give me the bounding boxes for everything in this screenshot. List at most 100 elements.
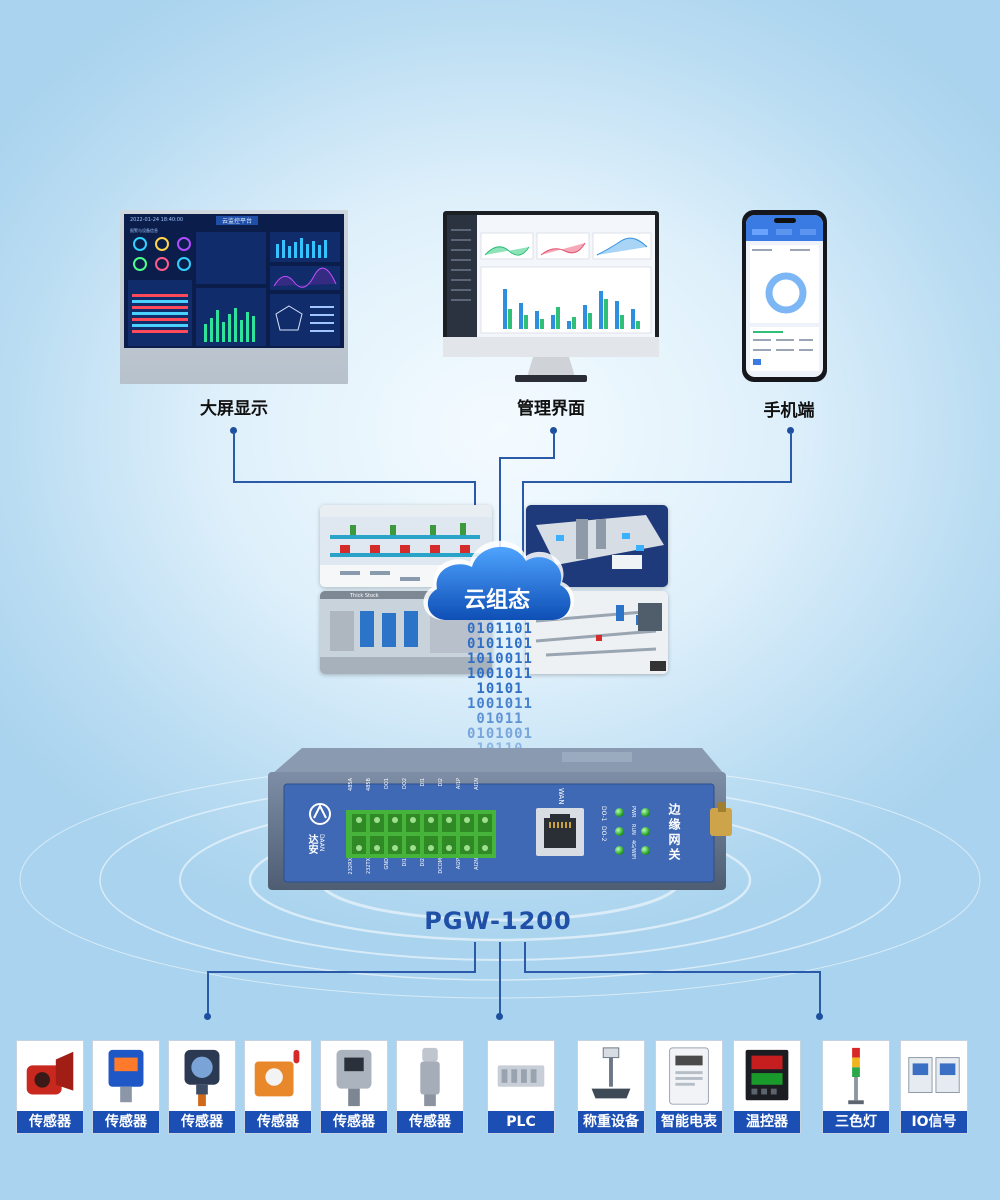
led-4g-wifi (641, 846, 650, 855)
led-button (615, 846, 624, 855)
management-label: 管理界面 (481, 394, 621, 419)
do2-label: DO-2 (600, 826, 607, 842)
mobile-phone (742, 210, 827, 382)
terminal-label: DI1 (420, 778, 426, 787)
wire-center-vertical (553, 432, 555, 458)
device-card: 传感器 (16, 1040, 84, 1134)
device-label: IO信号 (901, 1111, 967, 1133)
big-screen-display: 2022-01-24 18:40:00 云监控平台 报警与设备信息 (120, 210, 348, 384)
terminal-label: AI1P (456, 778, 462, 789)
cloud-icon (415, 528, 580, 630)
wire-left-horizontal (233, 481, 475, 483)
pwr-label: PWR (630, 806, 636, 817)
binary-row: 1010011 (445, 652, 555, 667)
wire-bottom-right-drop (819, 971, 821, 1015)
gateway-status-panel: DO-1 DO-2 PWR RUN 4G/WIFI (600, 806, 660, 862)
relay-icon (901, 1041, 967, 1113)
device-card: 传感器 (92, 1040, 160, 1134)
terminal-bottom-labels: 232RX 232TX GND DI1 DI2 DCOM AI2P AI2N (346, 858, 496, 886)
device-label: 传感器 (93, 1111, 159, 1133)
temperature-controller-icon (734, 1041, 800, 1113)
terminal-label: DI1 (402, 858, 408, 867)
terminal-label: 232RX (348, 858, 354, 874)
terminal-label: DCOM (438, 858, 444, 874)
wire-bottom-left-up (474, 942, 476, 972)
led-pwr (641, 808, 650, 817)
big-screen-label: 大屏显示 (164, 394, 304, 419)
wire-center-horizontal (499, 457, 555, 459)
wire-bottom-right-up (524, 942, 526, 972)
device-card: 传感器 (244, 1040, 312, 1134)
terminal-label: DI2 (420, 858, 426, 867)
binary-row: 0101101 (445, 637, 555, 652)
signal-tower-icon (823, 1041, 889, 1113)
device-label: 智能电表 (656, 1111, 722, 1133)
binary-row: 1001011 (445, 697, 555, 712)
binary-row: 1001011 (445, 667, 555, 682)
terminal-label: AI2P (456, 858, 462, 869)
device-card: 三色灯 (822, 1040, 890, 1134)
wire-right-horizontal (522, 481, 792, 483)
wifi-label: 4G/WIFI (630, 840, 636, 860)
device-card: 智能电表 (655, 1040, 723, 1134)
mobile-screen (746, 215, 823, 377)
device-label: 传感器 (169, 1111, 235, 1133)
device-label: 传感器 (397, 1111, 463, 1133)
terminal-label: DO2 (402, 778, 408, 789)
plc-icon (488, 1041, 554, 1113)
power-meter-icon (656, 1041, 722, 1113)
dashboard-graphics (124, 214, 344, 348)
flame-sensor-icon (17, 1041, 83, 1113)
binary-row: 10101 (445, 682, 555, 697)
binary-row: 0101001 (445, 727, 555, 742)
thumbnail-tag: Thick Stock (350, 593, 379, 599)
sensor-group-dot (204, 1013, 211, 1020)
device-label: 传感器 (17, 1111, 83, 1133)
gateway-brand: 达安 (304, 834, 319, 854)
led-do2 (615, 827, 624, 836)
wan-port-label: WAN (557, 788, 565, 805)
device-label: 传感器 (245, 1111, 311, 1133)
run-label: RUN (630, 824, 636, 835)
terminal-label: DO1 (384, 778, 390, 789)
device-card: 传感器 (396, 1040, 464, 1134)
gateway-model: PGW-1200 (398, 907, 598, 935)
device-label: 三色灯 (823, 1111, 889, 1133)
device-label: PLC (488, 1111, 554, 1133)
device-card: 温控器 (733, 1040, 801, 1134)
binary-row: 0101101 (445, 622, 555, 637)
device-card: IO信号 (900, 1040, 968, 1134)
plc-dot (496, 1013, 503, 1020)
binary-row: 01011 (445, 712, 555, 727)
terminal-label: GND (384, 858, 390, 869)
device-card: PLC (487, 1040, 555, 1134)
device-label: 温控器 (734, 1111, 800, 1133)
cloud-label: 云组态 (437, 582, 557, 614)
device-label: 传感器 (321, 1111, 387, 1133)
dashboard-screen: 2022-01-24 18:40:00 云监控平台 报警与设备信息 (124, 214, 344, 348)
terminal-label: DI2 (438, 778, 444, 787)
gateway-brand-latin: DAAN (318, 834, 325, 851)
do1-label: DO-1 (600, 806, 607, 822)
terminal-label: 232TX (366, 858, 372, 874)
device-card: 称重设备 (577, 1040, 645, 1134)
device-card: 传感器 (168, 1040, 236, 1134)
wire-bottom-left-drop (207, 971, 209, 1015)
gas-detector-icon (93, 1041, 159, 1113)
probe-sensor-icon (397, 1041, 463, 1113)
device-label: 称重设备 (578, 1111, 644, 1133)
management-monitor (443, 211, 659, 384)
terminal-label: 485B (366, 778, 372, 791)
scale-icon (578, 1041, 644, 1113)
led-run (641, 827, 650, 836)
wire-left-vertical (233, 432, 235, 482)
wire-bottom-right-horizontal (524, 971, 821, 973)
terminal-top-labels: 485A 485B DO1 DO2 DI1 DI2 AI1P AI1N (346, 778, 496, 806)
terminal-label: AI1N (474, 778, 480, 790)
led-do1 (615, 808, 624, 817)
binary-data-stream: 0101101 0101101 1010011 1001011 10101 10… (445, 622, 555, 757)
wire-bottom-left-horizontal (207, 971, 476, 973)
terminal-label: 485A (348, 778, 354, 791)
mobile-app-graphics (746, 215, 823, 377)
